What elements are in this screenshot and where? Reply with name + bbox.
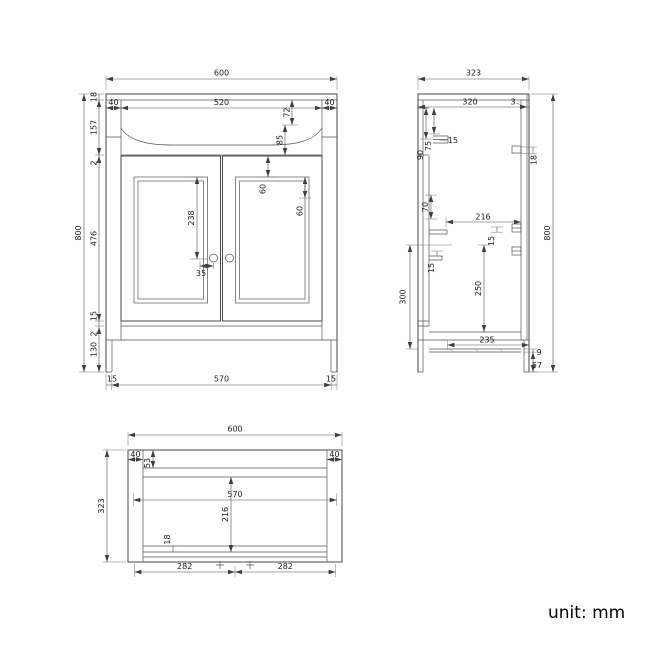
fixing-marks	[216, 561, 254, 569]
bottom-view: 600 40 40 323 53 570 216 18 282 282	[97, 425, 343, 577]
dim-bottom-left-inset: 40	[130, 450, 140, 459]
hinge-plate-top	[511, 145, 522, 154]
right-door-panel	[235, 176, 310, 304]
dim-front-238: 238	[187, 210, 196, 225]
dim-front-h-15: 15	[90, 311, 99, 321]
dim-front-bottom-center: 570	[214, 375, 229, 384]
bottom-outline	[127, 449, 343, 563]
dim-side-18: 18	[530, 155, 539, 165]
left-door-panel	[133, 176, 208, 304]
side-bracket-top	[433, 135, 449, 144]
dim-bottom-282-left: 282	[177, 562, 192, 571]
dim-side-235: 235	[479, 336, 494, 345]
dim-front-basin-85: 85	[276, 135, 285, 145]
dim-front-60a: 60	[259, 184, 268, 194]
side-legs	[418, 340, 529, 373]
front-view-geometry	[105, 93, 338, 373]
dim-front-h-18: 18	[90, 92, 99, 102]
unit-label: unit: mm	[548, 603, 626, 623]
dim-front-basin-72: 72	[283, 107, 292, 117]
dim-side-70: 70	[421, 202, 430, 212]
side-view-geometry	[417, 93, 530, 373]
dim-front-overall-height: 800	[74, 225, 83, 240]
right-door-knob	[225, 253, 234, 263]
dim-front-overall-width: 600	[214, 69, 229, 78]
front-view-dimensions: 600 40 520 40 18 157 2 476 15 2 130	[74, 69, 338, 390]
side-view-dimensions: 323 320 3 800 75 90 15 70 15	[399, 69, 558, 373]
dim-side-overall-depth: 323	[466, 69, 481, 78]
dim-side-57: 57	[532, 361, 542, 370]
dim-side-15-mid: 15	[427, 263, 436, 273]
dim-front-h-476: 476	[90, 231, 99, 246]
right-door	[222, 155, 323, 322]
dim-side-90: 90	[416, 150, 425, 160]
dim-bottom-right-inset: 40	[329, 450, 339, 459]
front-legs	[106, 340, 337, 373]
basin-front-curve	[120, 127, 323, 146]
side-bottom-strip	[429, 348, 521, 353]
dim-front-60b: 60	[296, 206, 305, 216]
dim-bottom-overall-depth: 323	[97, 498, 106, 513]
left-door	[120, 155, 221, 322]
dim-side-216: 216	[475, 213, 490, 222]
dim-front-top-left-inset: 40	[108, 98, 118, 107]
left-door-knob	[209, 253, 218, 263]
dim-front-h-130: 130	[90, 342, 99, 357]
dim-front-h-2a: 2	[90, 160, 99, 165]
dim-bottom-18: 18	[163, 534, 172, 544]
dim-front-bottom-left: 15	[107, 375, 117, 384]
dim-front-h-2b: 2	[90, 331, 99, 336]
dim-bottom-overall-width: 600	[227, 425, 242, 434]
side-bracket-low	[429, 255, 443, 261]
dim-side-15-right: 15	[487, 236, 496, 246]
dim-front-top-center: 520	[214, 98, 229, 107]
dim-bottom-282-right: 282	[278, 562, 293, 571]
side-view: 323 320 3 800 75 90 15 70 15	[399, 69, 558, 373]
dim-front-h-157: 157	[90, 120, 99, 135]
dim-side-9: 9	[536, 348, 541, 357]
dim-bottom-216: 216	[221, 507, 230, 522]
dim-bottom-53: 53	[143, 458, 152, 468]
dim-side-body-depth: 320	[462, 98, 477, 107]
dim-side-15-top: 15	[448, 136, 458, 145]
dim-front-35: 35	[196, 269, 206, 278]
dim-bottom-570: 570	[227, 490, 242, 499]
dim-front-top-right-inset: 40	[324, 98, 334, 107]
front-view: 600 40 520 40 18 157 2 476 15 2 130	[74, 69, 338, 390]
bottom-view-dimensions: 600 40 40 323 53 570 216 18 282 282	[97, 425, 343, 577]
dim-side-300: 300	[399, 289, 408, 304]
dim-side-75: 75	[424, 141, 433, 151]
dim-side-250: 250	[474, 281, 483, 296]
dim-side-overall-height: 800	[543, 225, 552, 240]
dim-front-bottom-right: 15	[326, 375, 336, 384]
bottom-view-geometry	[127, 449, 343, 569]
dim-side-back-panel: 3	[510, 98, 515, 107]
side-bracket-mid	[429, 229, 448, 235]
